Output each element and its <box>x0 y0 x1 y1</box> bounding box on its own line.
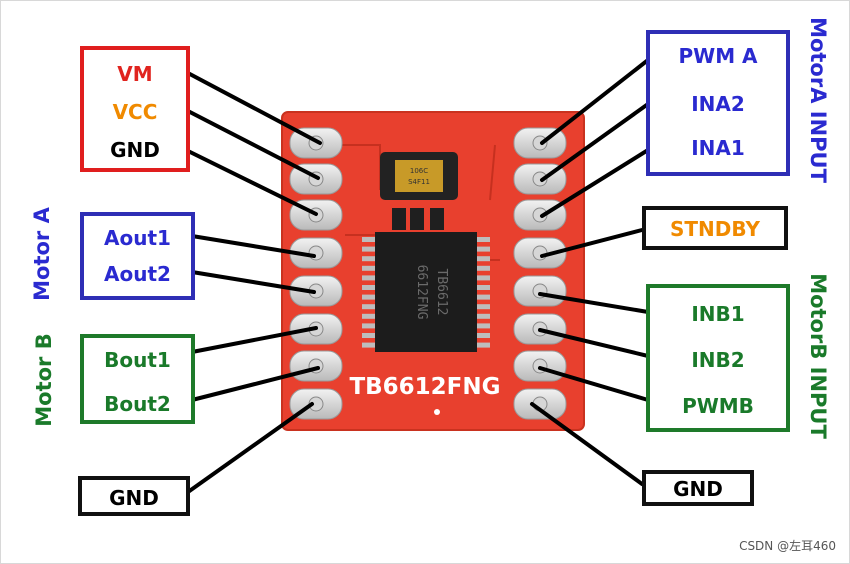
ic-leg-left-8 <box>362 304 376 310</box>
motorb-input-title: MotorB INPUT <box>806 273 830 439</box>
ic-leg-left-6 <box>362 285 376 290</box>
ic-leg-left-1 <box>362 237 376 242</box>
ic-leg-right-5 <box>476 275 490 281</box>
header-pin-right-8 <box>513 388 567 420</box>
wire-aout2 <box>190 270 316 294</box>
label-vcc: VCC <box>112 100 158 124</box>
motor-b-box: Bout1 Bout2 <box>80 334 195 424</box>
label-vm: VM <box>117 62 153 86</box>
chip-dot <box>434 409 440 415</box>
smd-resistor-2 <box>410 208 424 230</box>
power-pins-box: VM VCC GND <box>80 46 190 172</box>
label-gnd-right: GND <box>673 477 723 501</box>
capacitor: 106C S4F11 <box>380 152 458 200</box>
ic-leg-right-1 <box>476 237 490 242</box>
label-gnd-power: GND <box>110 138 160 162</box>
stndby-box: STNDBY <box>642 206 788 250</box>
ic-leg-left-9 <box>362 313 376 319</box>
wire-inb2 <box>538 328 650 358</box>
wire-ina1 <box>540 148 650 218</box>
ic-leg-right-11 <box>476 333 490 338</box>
wire-bout2 <box>190 366 320 402</box>
ic-leg-right-8 <box>476 304 490 310</box>
ic-leg-left-5 <box>362 275 376 281</box>
wire-gnd-right <box>530 402 644 486</box>
wire-vcc <box>184 108 320 180</box>
label-stndby: STNDBY <box>669 217 761 241</box>
wire-bout1 <box>190 326 318 354</box>
label-aout1: Aout1 <box>104 226 171 250</box>
wire-stndby <box>540 228 644 258</box>
wire-ina2 <box>540 102 650 182</box>
gnd-left-box: GND <box>78 476 190 516</box>
label-aout2: Aout2 <box>104 262 171 286</box>
label-bout2: Bout2 <box>104 392 171 416</box>
ic-leg-right-7 <box>476 294 490 300</box>
ic-leg-right-2 <box>476 246 490 252</box>
motor-a-title: Motor A <box>30 207 54 301</box>
wire-gnd-left <box>186 402 314 494</box>
ic-marking-2: 6612FNG <box>414 265 429 320</box>
wire-vm <box>184 70 322 145</box>
header-pin-right-5 <box>513 275 567 307</box>
ic-chip: TB6612 6612FNG <box>362 232 490 352</box>
motora-input-box: PWM A INA2 INA1 <box>646 30 790 176</box>
label-bout1: Bout1 <box>104 348 171 372</box>
cap-marking-2: S4F11 <box>408 178 430 186</box>
watermark: CSDN @左耳460 <box>739 539 836 553</box>
label-inb2: INB2 <box>691 348 745 372</box>
motora-input-title: MotorA INPUT <box>806 17 830 183</box>
header-pin-left-7 <box>289 350 343 382</box>
ic-marking-1: TB6612 <box>434 269 449 316</box>
label-ina2: INA2 <box>691 92 745 116</box>
smd-resistor-1 <box>392 208 406 230</box>
ic-leg-right-10 <box>476 323 490 329</box>
wire-inb1 <box>538 292 650 314</box>
ic-leg-right-12 <box>476 342 490 348</box>
wire-pwma <box>540 58 650 145</box>
wires <box>184 58 650 494</box>
header-pin-left-5 <box>289 275 343 307</box>
label-ina1: INA1 <box>691 136 745 160</box>
ic-leg-right-6 <box>476 285 490 290</box>
label-pwma: PWM A <box>678 44 758 68</box>
ic-leg-left-12 <box>362 342 376 348</box>
ic-leg-left-2 <box>362 246 376 252</box>
motorb-input-box: INB1 INB2 PWMB <box>646 284 790 432</box>
ic-leg-right-4 <box>476 265 490 271</box>
label-inb1: INB1 <box>691 302 745 326</box>
wire-gnd-top <box>184 148 318 216</box>
ic-leg-left-3 <box>362 256 376 262</box>
ic-leg-right-9 <box>476 313 490 319</box>
motor-a-box: Aout1 Aout2 <box>80 212 195 300</box>
cap-marking-1: 106C <box>410 167 428 175</box>
ic-leg-right-3 <box>476 256 490 262</box>
gnd-right-box: GND <box>642 470 754 506</box>
ic-leg-left-7 <box>362 294 376 300</box>
smd-resistor-3 <box>430 208 444 230</box>
ic-leg-left-4 <box>362 265 376 271</box>
label-gnd-left: GND <box>109 486 159 510</box>
chip-label: TB6612FNG <box>349 374 500 400</box>
ic-leg-left-11 <box>362 333 376 338</box>
wire-aout1 <box>190 234 316 258</box>
ic-leg-left-10 <box>362 323 376 329</box>
motor-b-title: Motor B <box>32 333 56 427</box>
wire-pwmb <box>538 366 650 402</box>
label-pwmb: PWMB <box>682 394 754 418</box>
